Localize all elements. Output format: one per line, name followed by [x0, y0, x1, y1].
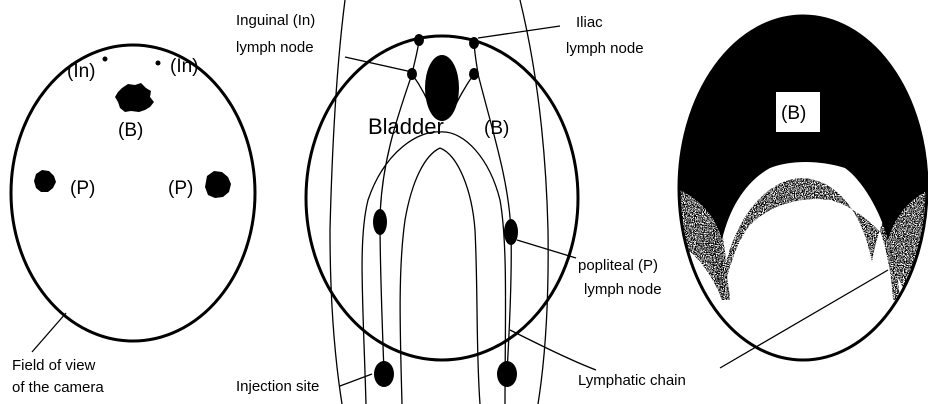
popliteal-leader-line [517, 240, 576, 258]
scintigraphy-image [680, 10, 928, 320]
right-panel: (B) [679, 10, 928, 360]
label-bladder-code: (B) [484, 118, 509, 139]
lymphatic-chain-leader-line-right [720, 270, 888, 368]
popliteal-spot-right [205, 171, 231, 198]
lymphatic-chain-leader-line [510, 330, 596, 370]
injection-site-left [374, 361, 394, 387]
body-outline-right [520, 0, 548, 404]
inguinal-node-right [469, 37, 479, 49]
left-panel: (In) (In) (B) (P) (P) Field of view of t… [11, 45, 255, 396]
label-bladder-right: (B) [781, 103, 806, 124]
body-outline-left [330, 0, 345, 404]
label-iliac-line-2: lymph node [566, 40, 644, 57]
label-iliac-line-1: Iliac [576, 14, 603, 31]
label-inguinal-right: (In) [170, 56, 199, 77]
popliteal-node-right [504, 219, 518, 245]
label-popliteal-left: (P) [70, 178, 95, 199]
label-popliteal-line-1: popliteal (P) [578, 257, 658, 274]
inguinal-leader-line [345, 57, 412, 72]
inguinal-node-spot-left [103, 57, 108, 62]
label-bladder: (B) [118, 120, 143, 141]
lymphatic-chain-left [380, 40, 419, 372]
inguinal-node-spot-right [156, 61, 161, 66]
label-bladder-word: Bladder [368, 114, 444, 139]
inner-leg-outline-right [440, 132, 506, 404]
inguinal-node-left [414, 34, 424, 46]
injection-site-right [497, 361, 517, 387]
label-inguinal-left: (In) [67, 61, 96, 82]
bladder [425, 55, 459, 121]
label-lymphatic-chain: Lymphatic chain [578, 372, 686, 389]
label-injection-site: Injection site [236, 378, 319, 395]
label-inguinal-line-1: Inguinal (In) [236, 12, 315, 29]
caption-line-2: of the camera [12, 379, 104, 396]
injection-site-leader-line [340, 374, 372, 386]
iliac-node-left [407, 68, 417, 80]
label-popliteal-right: (P) [168, 178, 193, 199]
popliteal-node-left [373, 209, 387, 235]
label-popliteal-line-2: lymph node [584, 281, 662, 298]
caption-leader-line [32, 313, 66, 352]
iliac-leader-line [478, 26, 560, 38]
label-inguinal-line-2: lymph node [236, 39, 314, 56]
inner-leg-outline-right-2 [440, 148, 480, 404]
bladder-spot [115, 83, 154, 112]
iliac-node-right [469, 68, 479, 80]
popliteal-spot-left [34, 170, 56, 192]
caption-line-1: Field of view [12, 357, 96, 374]
inner-leg-outline-left-2 [400, 148, 440, 404]
